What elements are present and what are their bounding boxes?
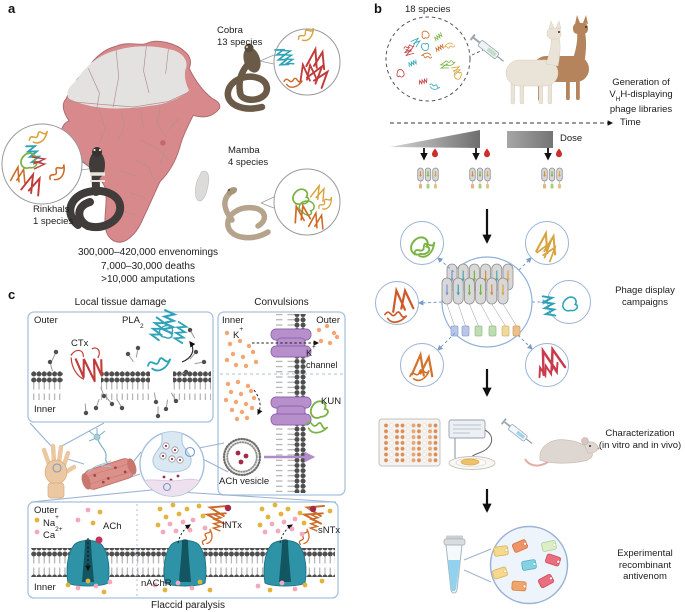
country-borders (69, 46, 187, 215)
sodium-calcium-ions (34, 502, 333, 595)
ach-vesicle-icon (222, 437, 262, 477)
ctx-protein (70, 347, 103, 383)
box1-title: Local tissue damage (74, 297, 167, 308)
ca-legend: Ca2+ (43, 526, 63, 542)
africa-map (60, 40, 221, 243)
panel-label-a: a (8, 1, 16, 16)
mouse-syringe-icon (500, 418, 533, 445)
lake-victoria (160, 140, 166, 146)
intx-label: INTx (222, 520, 243, 531)
ach-molecule (95, 536, 103, 544)
cleavage-arrow (181, 341, 196, 363)
sahara-region (67, 46, 190, 109)
mamba-snake (222, 187, 271, 241)
epidemiology-stats: 300,000–420,000 envenomings 7,000–30,000… (77, 247, 219, 285)
muscle-icon (81, 458, 137, 490)
nachr-receptors (66, 539, 307, 587)
pla2-label: PLA2 (122, 315, 144, 330)
kun-label: KUN (321, 396, 342, 407)
llamas (505, 15, 589, 105)
blocked-ach-arrow-2 (279, 524, 293, 544)
dose-label: Dose (560, 133, 583, 144)
box2-inner-label: Inner (222, 315, 244, 326)
ach-label: ACh (103, 521, 122, 532)
mouse-icon (524, 437, 600, 467)
flaccid-paralysis-caption: Flaccid paralysis (151, 600, 225, 611)
panel-label-b: b (374, 1, 382, 16)
panel-label-c: c (8, 287, 16, 302)
membrane-segment-2 (101, 371, 150, 400)
box2-title: Convulsions (254, 297, 309, 308)
sntx-label: sNTx (318, 525, 341, 536)
immunization-timepoints (417, 148, 563, 189)
ctx-label: CTx (71, 338, 89, 349)
synapse-circle (139, 431, 205, 497)
cobra-venom-circle (273, 28, 341, 96)
madagascar (195, 170, 210, 202)
syringe-icon (469, 33, 504, 62)
phage-library-icons (441, 263, 521, 337)
time-label: Time (620, 117, 641, 128)
zoom-cone-lines (29, 422, 337, 503)
local-tissue-damage-box (27, 311, 214, 423)
tube-zoom-line-bottom (463, 569, 492, 583)
k-channel-label: K+ channel (306, 344, 338, 370)
box1-outer-label: Outer (34, 315, 58, 326)
na-legend: Na+ (43, 514, 59, 530)
ach-vesicle-label: ACh vesicle (219, 476, 270, 487)
cleft-zoom-ring (162, 482, 172, 492)
k-ion-legend: K+ (233, 326, 244, 342)
organ-bath-icon (448, 419, 496, 470)
antivenom-tube-icon (443, 535, 466, 594)
box3-outer-label: Outer (34, 505, 58, 516)
neuron-icon (88, 428, 110, 466)
hand-icon (41, 443, 77, 499)
tube-zoom-line-top (463, 548, 492, 561)
potassium-ions (223, 323, 340, 422)
microplate-icon (378, 418, 441, 467)
blocked-ach-arrow-1 (177, 524, 191, 544)
species-count-label: 18 species (405, 4, 451, 15)
vhh-fragment-tags (492, 539, 561, 592)
blocked-k-arrow (253, 389, 263, 415)
box1-inner-label: Inner (34, 404, 56, 415)
dose-rect (507, 131, 553, 148)
cobra-snake (224, 43, 271, 112)
rinkhals-snake (66, 147, 125, 231)
white-llama (505, 20, 562, 105)
species-pool-circle (385, 16, 471, 102)
nachr-label: nAChR (141, 578, 172, 589)
vesicle-zoom-ring (184, 446, 196, 458)
step3-label: Characterization(in vitro and in vivo) (598, 428, 682, 451)
membrane-segment-1 (31, 371, 63, 400)
box2-outer-label: Outer (316, 315, 340, 326)
dose-wedge (390, 130, 480, 148)
step1-label: Generation of VHH-displaying phage libra… (609, 77, 673, 115)
box3-inner-label: Inner (34, 582, 56, 593)
membrane-segment-3 (173, 371, 211, 400)
kun-blocked-channel (270, 396, 312, 426)
